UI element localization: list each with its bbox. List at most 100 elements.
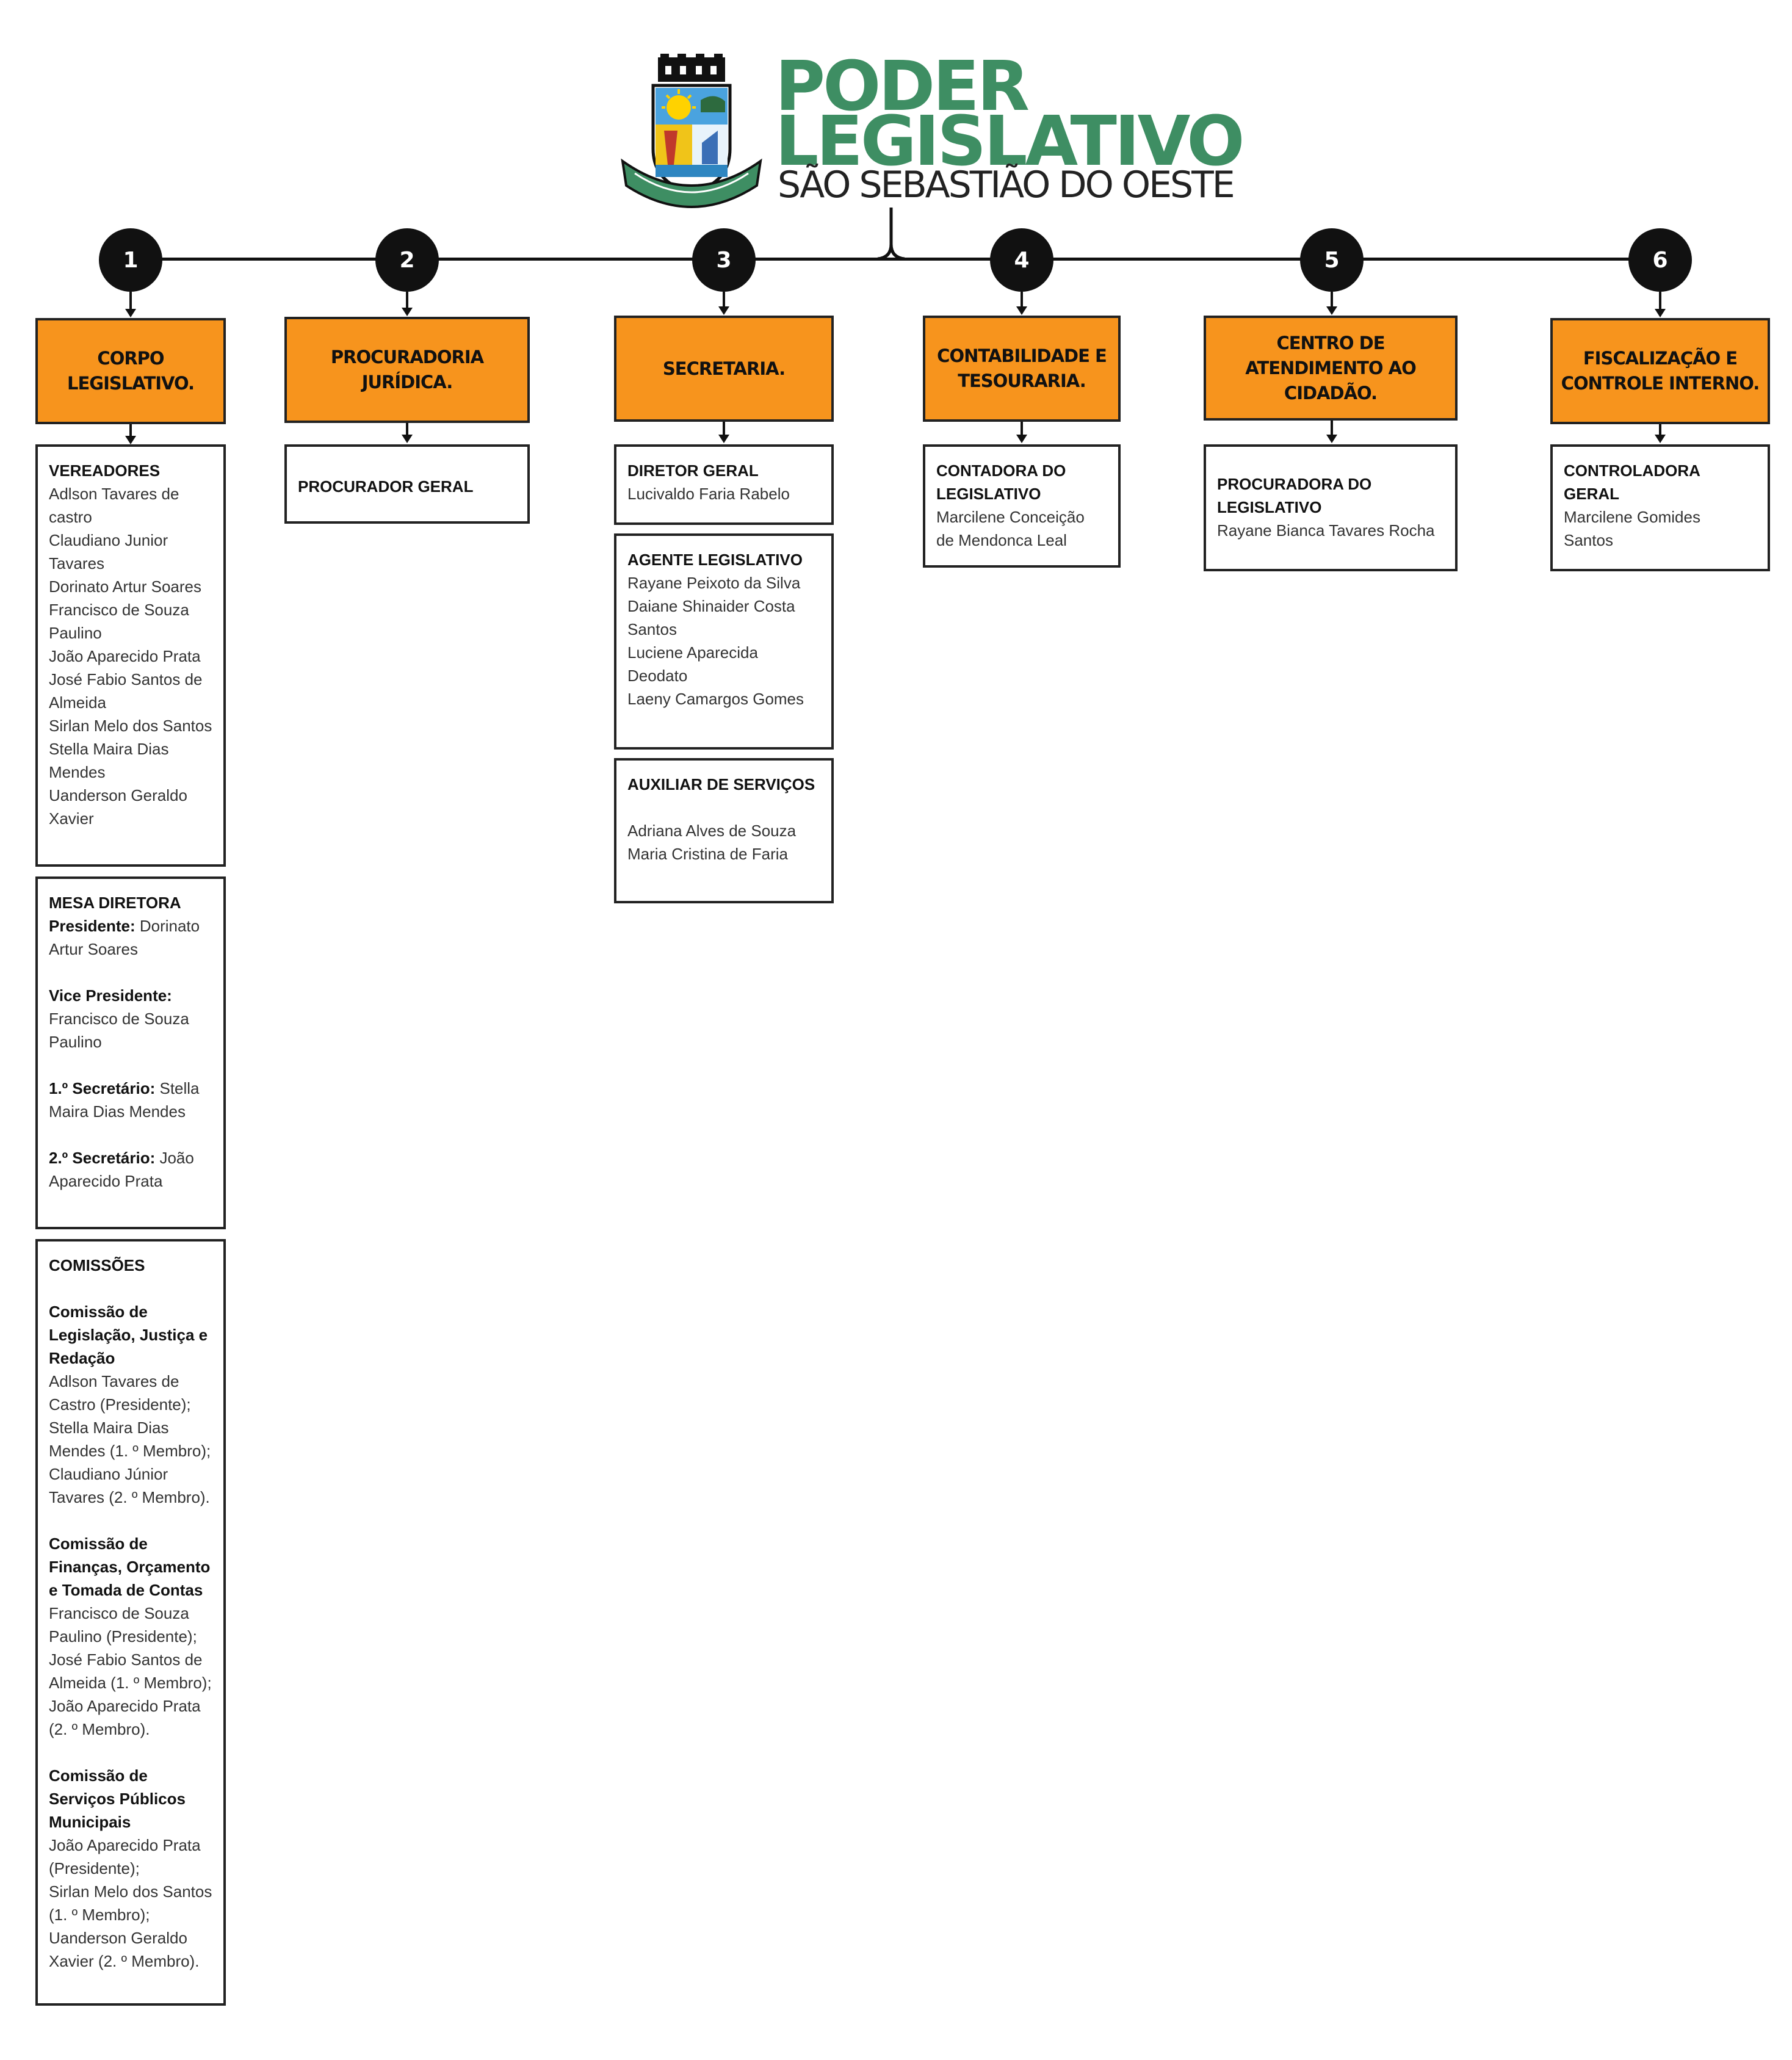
connector (1331, 292, 1333, 308)
line-text: Uanderson Geraldo (49, 1929, 187, 1947)
line-text: Xavier (49, 809, 94, 828)
line-text: Almeida (1. º Membro); (49, 1674, 212, 1692)
box-line: PROCURADOR GERAL (298, 475, 516, 498)
connector (723, 292, 725, 308)
box-line: Mendes (1. º Membro); (49, 1439, 212, 1462)
line-text: Castro (Presidente); (49, 1395, 191, 1414)
header: PODER LEGISLATIVO SÃO SEBASTIÃO DO OESTE (0, 0, 1792, 220)
box-line: Aparecido Prata (49, 1169, 212, 1193)
department-title: CONTABILIDADE E TESOURARIA. (923, 316, 1121, 422)
line-heading: DIRETOR GERAL (627, 461, 759, 480)
line-text: (1. º Membro); (49, 1906, 150, 1924)
line-text: João Aparecido Prata (49, 647, 201, 665)
box-line: Tavares (2. º Membro). (49, 1486, 212, 1509)
line-text: Luciene Aparecida (627, 643, 758, 662)
box-line: Luciene Aparecida (627, 641, 820, 664)
arrow-down-icon (1655, 435, 1666, 443)
box-line: Claudiano Júnior (49, 1462, 212, 1486)
connector (406, 292, 408, 309)
line-text: Rayane Bianca Tavares Rocha (1217, 521, 1435, 540)
box-line: VEREADORES (49, 459, 212, 482)
line-text: Dorinato Artur Soares (49, 577, 202, 596)
box-line: Rayane Peixoto da Silva (627, 571, 820, 595)
box-line: Mendes (49, 761, 212, 784)
step-number-4: 4 (990, 228, 1053, 292)
line-heading: MESA DIRETORA (49, 894, 181, 912)
line-heading: CONTROLADORA (1564, 461, 1700, 480)
box-line: Paulino (49, 1030, 212, 1053)
line-text: Marcilene Gomides (1564, 508, 1700, 526)
line-text: Paulino (Presidente); (49, 1627, 197, 1646)
box-line: CONTADORA DO (936, 459, 1107, 482)
box-line: Adlson Tavares de (49, 1370, 212, 1393)
line-heading: 2.º Secretário: (49, 1149, 156, 1167)
line-text: (Presidente); (49, 1859, 140, 1877)
box-line: Redação (49, 1346, 212, 1370)
line-text: Claudiano Júnior (49, 1465, 168, 1483)
department-title: CORPO LEGISLATIVO. (35, 318, 226, 424)
subtitle: SÃO SEBASTIÃO DO OESTE (778, 164, 1235, 206)
title-line-1: PODER (775, 47, 1030, 126)
box-line: Almeida (1. º Membro); (49, 1671, 212, 1694)
line-text: Maira Dias Mendes (49, 1102, 186, 1121)
line-text: Aparecido Prata (49, 1172, 163, 1190)
line-text: João Aparecido Prata (49, 1697, 201, 1715)
box-line: Rayane Bianca Tavares Rocha (1217, 519, 1444, 542)
connector (1659, 292, 1661, 310)
box-line: COMISSÕES (49, 1254, 212, 1277)
line-heading: Vice Presidente: (49, 986, 172, 1005)
spacer (49, 1509, 212, 1532)
line-heading: GERAL (1564, 485, 1619, 503)
line-heading: e Tomada de Contas (49, 1581, 203, 1599)
line-text: Artur Soares (49, 940, 138, 958)
line-text: Mendes (1. º Membro); (49, 1442, 211, 1460)
line-heading: VEREADORES (49, 461, 161, 480)
box-line: Maira Dias Mendes (49, 1100, 212, 1123)
line-text: Francisco de Souza (49, 1604, 189, 1622)
box-line: PROCURADORA DO (1217, 472, 1444, 496)
box-line: Xavier (49, 807, 212, 830)
box-line: João Aparecido Prata (49, 1694, 212, 1718)
procurador-box: PROCURADOR GERAL (284, 444, 530, 524)
box-line: Comissão de (49, 1764, 212, 1787)
line-text: Sirlan Melo dos Santos (49, 1882, 212, 1901)
box-line: Laeny Camargos Gomes (627, 687, 820, 710)
line-text: Adriana Alves de Souza (627, 822, 797, 840)
box-line: Artur Soares (49, 938, 212, 961)
title-line-2: LEGISLATIVO (775, 102, 1245, 181)
main-horizontal-line (129, 258, 1660, 261)
box-line: Tavares (49, 552, 212, 575)
box-line: Adriana Alves de Souza (627, 819, 820, 842)
line-heading: Redação (49, 1349, 115, 1367)
box-line: Sirlan Melo dos Santos (49, 714, 212, 737)
box-line: (Presidente); (49, 1857, 212, 1880)
box-line: castro (49, 505, 212, 529)
line-text: castro (49, 508, 92, 526)
box-line: (2. º Membro). (49, 1718, 212, 1741)
connector (129, 292, 132, 310)
line-heading: PROCURADOR GERAL (298, 477, 474, 496)
box-line: Paulino (Presidente); (49, 1625, 212, 1648)
box-line: Municipais (49, 1810, 212, 1834)
box-line: Sirlan Melo dos Santos (49, 1880, 212, 1903)
line-heading: Municipais (49, 1813, 131, 1831)
box-line: Uanderson Geraldo (49, 1926, 212, 1950)
arrow-down-icon (125, 436, 136, 444)
line-heading: Finanças, Orçamento (49, 1558, 211, 1576)
spacer (627, 796, 820, 819)
box-line: Santos (627, 618, 820, 641)
line-text: Xavier (2. º Membro). (49, 1952, 200, 1970)
box-line: Marcilene Conceição (936, 505, 1107, 529)
arrow-down-icon (1655, 309, 1666, 317)
line-heading: LEGISLATIVO (1217, 498, 1322, 516)
arrow-down-icon (1016, 435, 1027, 443)
step-number-3: 3 (692, 228, 756, 292)
box-line: LEGISLATIVO (936, 482, 1107, 505)
box-line: 1.º Secretário: Stella (49, 1077, 212, 1100)
box-line: de Mendonca Leal (936, 529, 1107, 552)
line-heading: Comissão de (49, 1303, 148, 1321)
connector (1021, 422, 1023, 435)
